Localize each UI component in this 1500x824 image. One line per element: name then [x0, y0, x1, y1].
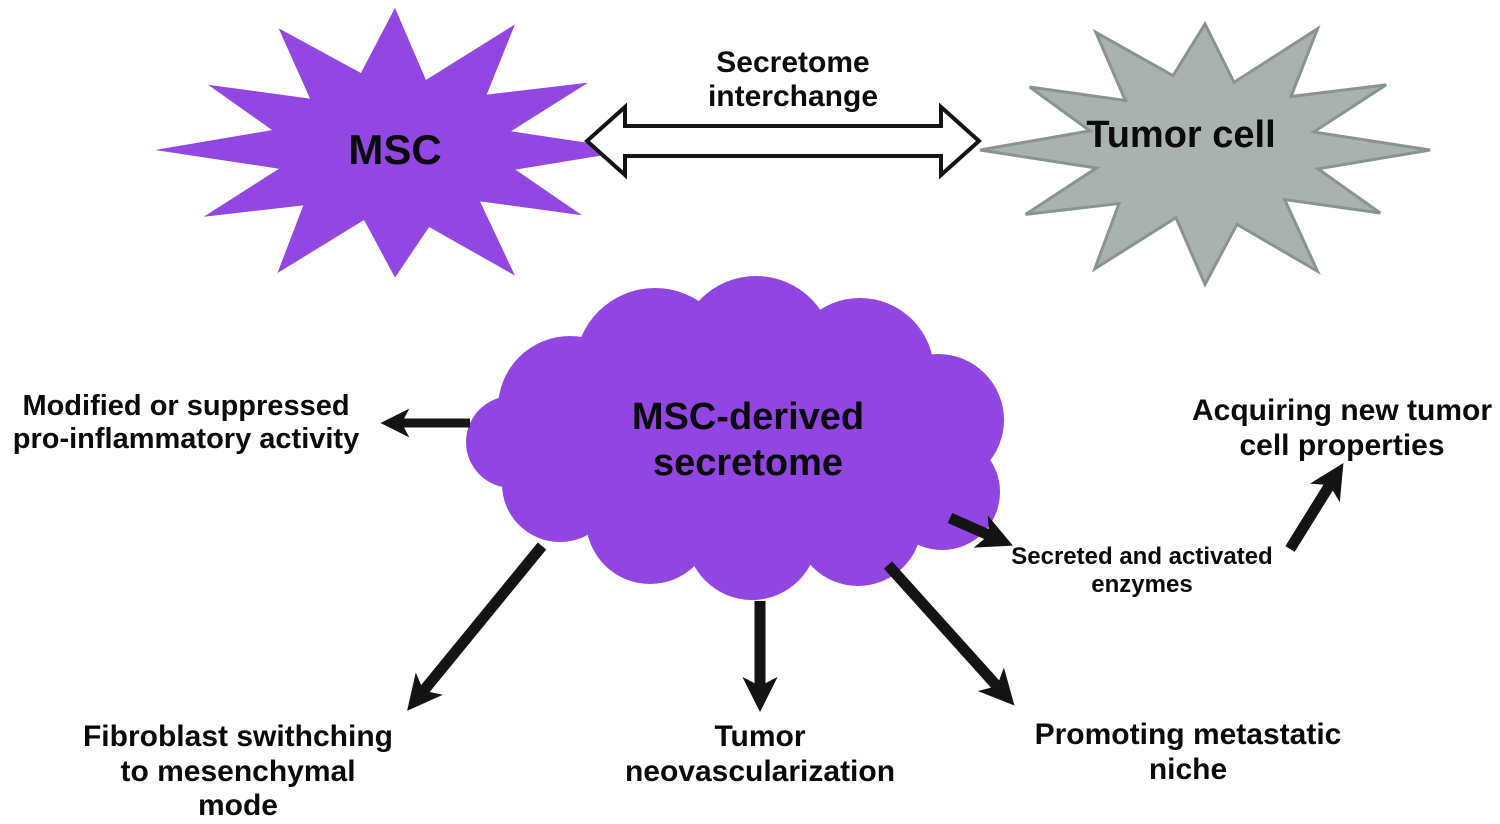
msc-derived-secretome-label: MSC-derived secretome [631, 396, 865, 485]
secretome-interchange-label: Secretome interchange [707, 46, 879, 113]
cloud-blob [466, 396, 558, 488]
arrow-to-secreted-enzymes [947, 512, 1013, 548]
modified-activity-label: Modified or suppressed pro-inflammatory … [12, 390, 360, 456]
msc-starburst-polygon [155, 7, 635, 278]
secretome-interchange-double-arrow [584, 102, 982, 180]
metastatic-niche-label: Promoting metastatic niche [1034, 718, 1342, 786]
tumor-cell-starburst-polygon [980, 24, 1430, 284]
diagram-shapes-layer [0, 0, 1500, 794]
secretome-cloud-shape [466, 276, 1004, 600]
tumor-cell-starburst-shape [980, 24, 1430, 284]
cloud-blob [794, 458, 922, 586]
cloud-blob [686, 468, 818, 600]
arrow-to-fibroblast-switch [407, 542, 547, 711]
tumor-cell-label: Tumor cell [1086, 114, 1276, 156]
cloud-blob [586, 456, 714, 584]
acquiring-properties-label: Acquiring new tumor cell properties [1192, 394, 1492, 462]
fibroblast-switch-label: Fibroblast swithching to mesenchymal mod… [82, 720, 393, 822]
arrow-to-metastatic-niche [883, 561, 1015, 706]
cloud-effect-arrows [380, 408, 1344, 713]
arrow-enzymes-to-acquiring [1285, 463, 1344, 552]
msc-label: MSC [348, 126, 442, 173]
secreted-enzymes-label: Secreted and activated enzymes [1011, 543, 1273, 598]
neovascularization-label: Tumor neovascularization [624, 720, 896, 788]
msc-starburst-shape [155, 7, 635, 278]
